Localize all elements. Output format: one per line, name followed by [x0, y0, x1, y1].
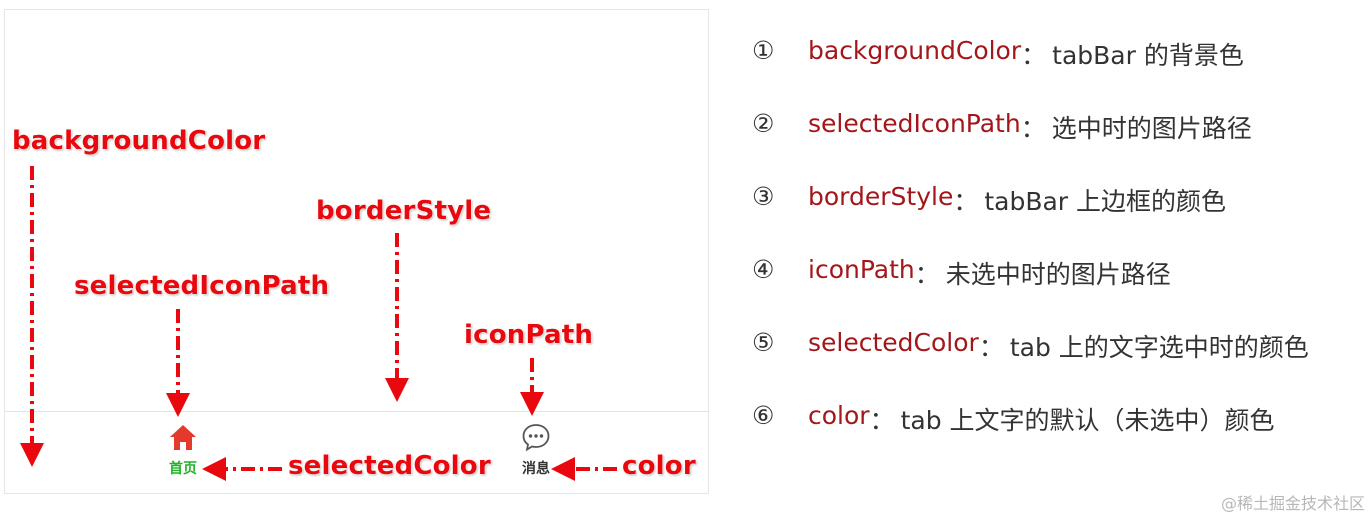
legend-number: ④: [752, 255, 775, 284]
legend-description: tabBar 上边框的颜色: [984, 187, 1227, 216]
annotation-icon-path: iconPath: [464, 320, 594, 350]
legend-number: ⑥: [752, 401, 775, 430]
home-icon: [168, 425, 198, 456]
tab-home-label: 首页: [169, 461, 197, 477]
legend-key: color: [808, 401, 870, 430]
legend-number: ②: [752, 109, 775, 138]
annotation-selected-color: selectedColor: [288, 451, 491, 481]
tab-home[interactable]: 首页: [161, 422, 205, 478]
chat-bubble-icon: [521, 424, 551, 456]
legend-key: backgroundColor: [808, 36, 1022, 65]
legend-colon: ：: [953, 187, 979, 216]
phone-screen: [4, 9, 709, 494]
legend-list: ① backgroundColor ： tabBar 的背景色 ② select…: [752, 36, 1309, 474]
legend-number: ③: [752, 182, 775, 211]
legend-colon: ：: [1021, 41, 1047, 70]
legend-item: ② selectedIconPath ： 选中时的图片路径: [752, 109, 1309, 182]
legend-colon: ：: [914, 260, 940, 289]
legend-colon: ：: [1020, 114, 1046, 143]
legend-number: ①: [752, 36, 775, 65]
legend-description: tabBar 的背景色: [1052, 41, 1244, 70]
legend-description: tab 上文字的默认（未选中）颜色: [900, 406, 1275, 435]
legend-key: selectedColor: [808, 328, 979, 357]
annotation-border-style: borderStyle: [316, 196, 492, 226]
legend-item: ⑤ selectedColor ： tab 上的文字选中时的颜色: [752, 328, 1309, 401]
annotation-color: color: [622, 451, 696, 481]
legend-item: ③ borderStyle ： tabBar 上边框的颜色: [752, 182, 1309, 255]
legend-colon: ：: [978, 333, 1004, 362]
legend-number: ⑤: [752, 328, 775, 357]
legend-key: iconPath: [808, 255, 915, 284]
tab-messages-label: 消息: [522, 461, 550, 477]
legend-description: 未选中时的图片路径: [945, 260, 1171, 289]
legend-description: tab 上的文字选中时的颜色: [1009, 333, 1309, 362]
tab-messages[interactable]: 消息: [514, 422, 558, 478]
legend-description: 选中时的图片路径: [1051, 114, 1252, 143]
watermark: @稀土掘金技术社区: [1220, 494, 1365, 513]
legend-item: ④ iconPath ： 未选中时的图片路径: [752, 255, 1309, 328]
legend-item: ① backgroundColor ： tabBar 的背景色: [752, 36, 1309, 109]
legend-key: borderStyle: [808, 182, 954, 211]
legend-item: ⑥ color ： tab 上文字的默认（未选中）颜色: [752, 401, 1309, 474]
tab-bar: 首页 消息: [4, 411, 709, 494]
annotation-selected-icon-path: selectedIconPath: [74, 271, 330, 301]
annotation-background-color: backgroundColor: [12, 126, 266, 156]
legend-colon: ：: [869, 406, 895, 435]
legend-key: selectedIconPath: [808, 109, 1021, 138]
